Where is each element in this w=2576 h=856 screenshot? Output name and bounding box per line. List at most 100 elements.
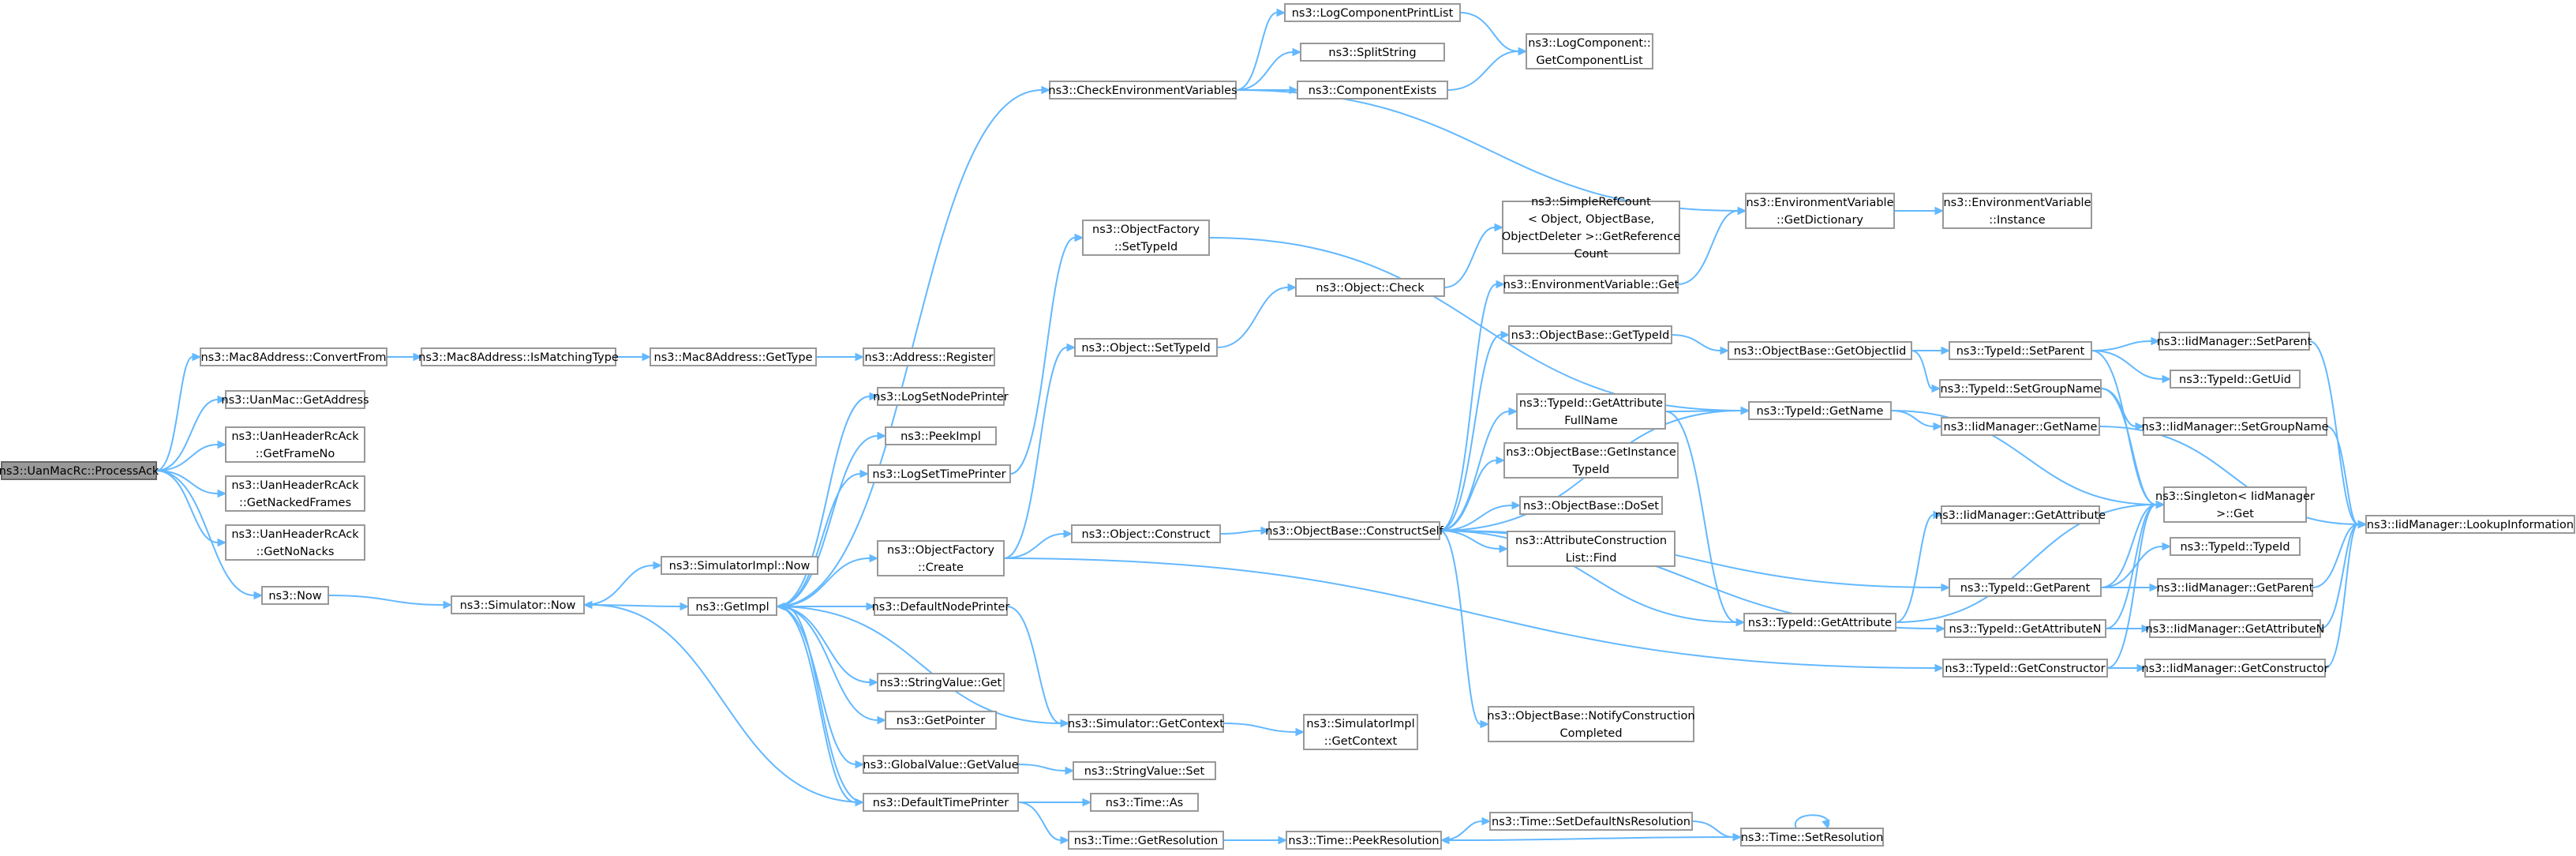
node-objsettid[interactable]: ns3::Object::SetTypeId — [1074, 338, 1218, 357]
node-defnode-label: ns3::DefaultNodePrinter — [872, 601, 1010, 614]
node-envdict[interactable]: ns3::EnvironmentVariable::GetDictionary — [1745, 193, 1895, 229]
node-svget[interactable]: ns3::StringValue::Get — [877, 673, 1005, 692]
node-obgetoid[interactable]: ns3::ObjectBase::GetObjectIid — [1728, 341, 1912, 360]
node-tidgetctor[interactable]: ns3::TypeId::GetConstructor — [1942, 659, 2108, 678]
node-setdefres[interactable]: ns3::Time::SetDefaultNsResolution — [1489, 812, 1693, 831]
node-lcprint[interactable]: ns3::LogComponentPrintList — [1284, 3, 1461, 22]
edge-tidgetattrn-to-iidgetattrn-arrowhead — [2141, 624, 2151, 633]
edge-ismatch-to-gettype8-arrowhead — [642, 352, 652, 362]
node-tidgetparent[interactable]: ns3::TypeId::GetParent — [1949, 578, 2102, 597]
edge-lcprint-to-lcget — [1459, 12, 1519, 52]
node-uangetaddr[interactable]: ns3::UanMac::GetAddress — [221, 390, 369, 409]
node-implnow[interactable]: ns3::SimulatorImpl::Now — [661, 556, 818, 575]
node-lookup[interactable]: ns3::IidManager::LookupInformation — [2365, 515, 2575, 534]
node-peekres[interactable]: ns3::Time::PeekResolution — [1286, 831, 1442, 850]
node-convert[interactable]: ns3::Mac8Address::ConvertFrom — [200, 347, 388, 366]
node-obcself[interactable]: ns3::ObjectBase::ConstructSelf — [1265, 521, 1444, 540]
edge-checkenv-to-lcprint-arrowhead — [1276, 8, 1286, 17]
edge-tidgetparent-to-singleton — [2100, 504, 2157, 588]
node-simnow[interactable]: ns3::Simulator::Now — [451, 595, 585, 614]
edge-getimpl-to-simctx — [776, 606, 1061, 724]
edge-simnow-to-implnow — [583, 565, 654, 606]
node-iidgetattr-box — [1941, 505, 2100, 524]
edge-root-to-nacked — [155, 470, 219, 494]
node-gettype8[interactable]: ns3::Mac8Address::GetType — [650, 347, 817, 366]
edge-deftime-to-simnow-arrowhead — [582, 600, 593, 610]
node-peekimpl-label: ns3::PeekImpl — [900, 430, 981, 443]
node-tidsetgroup[interactable]: ns3::TypeId::SetGroupName — [1939, 379, 2102, 398]
node-nacked[interactable]: ns3::UanHeaderRcAck::GetNackedFrames — [225, 475, 365, 512]
node-compexists[interactable]: ns3::ComponentExists — [1297, 81, 1448, 99]
edge-simnow-to-implnow-arrowhead — [653, 561, 663, 570]
node-logtime[interactable]: ns3::LogSetTimePrinter — [867, 464, 1011, 483]
node-setres[interactable]: ns3::Time::SetResolution — [1740, 828, 1884, 847]
node-tidsetparent[interactable]: ns3::TypeId::SetParent — [1949, 341, 2092, 360]
node-obnotify[interactable]: ns3::ObjectBase::NotifyConstructionCompl… — [1487, 706, 1695, 742]
node-svset[interactable]: ns3::StringValue::Set — [1073, 761, 1216, 780]
node-obgettid[interactable]: ns3::ObjectBase::GetTypeId — [1508, 325, 1672, 344]
node-checkenv[interactable]: ns3::CheckEnvironmentVariables — [1048, 81, 1237, 99]
node-lognode[interactable]: ns3::LogSetNodePrinter — [873, 387, 1009, 406]
node-tidgetparent-label: ns3::TypeId::GetParent — [1960, 582, 2091, 595]
edge-obgetoid-to-tidsetgroup-arrowhead — [1931, 384, 1941, 393]
node-getimpl[interactable]: ns3::GetImpl — [687, 597, 777, 616]
node-tidgetattr[interactable]: ns3::TypeId::GetAttribute — [1743, 613, 1896, 632]
node-iidgetparent[interactable]: ns3::IidManager::GetParent — [2157, 578, 2314, 597]
node-iidgetattr[interactable]: ns3::IidManager::GetAttribute — [1935, 505, 2106, 524]
node-peekimpl[interactable]: ns3::PeekImpl — [885, 426, 997, 445]
edge-ofcreate-to-objsettid-arrowhead — [1066, 343, 1076, 352]
edge-root-to-nonacks — [155, 470, 219, 543]
node-iidgetname[interactable]: ns3::IidManager::GetName — [1941, 417, 2100, 436]
node-defnode[interactable]: ns3::DefaultNodePrinter — [872, 597, 1010, 616]
node-iidsetparent[interactable]: ns3::IidManager::SetParent — [2157, 332, 2312, 351]
node-tidgetname[interactable]: ns3::TypeId::GetName — [1748, 401, 1892, 420]
node-simctx[interactable]: ns3::Simulator::GetContext — [1068, 714, 1224, 733]
edge-deftime-to-timeres-arrowhead — [1060, 835, 1070, 845]
node-envinst[interactable]: ns3::EnvironmentVariable::Instance — [1942, 193, 2092, 229]
node-obinst-label: ns3::ObjectBase::GetInstance — [1506, 446, 1676, 459]
node-lcget[interactable]: ns3::LogComponent::GetComponentList — [1526, 33, 1653, 69]
node-obnotify-label: ns3::ObjectBase::NotifyConstruction — [1487, 710, 1694, 723]
node-split[interactable]: ns3::SplitString — [1300, 43, 1445, 62]
node-tidgetuid[interactable]: ns3::TypeId::GetUid — [2170, 370, 2301, 389]
node-timeres[interactable]: ns3::Time::GetResolution — [1068, 831, 1224, 850]
edge-deftime-to-timeas-arrowhead — [1082, 798, 1092, 807]
node-root[interactable]: ns3::UanMacRc::ProcessAck — [0, 461, 159, 480]
node-iidgetname-box — [1941, 417, 2100, 436]
node-nonacks[interactable]: ns3::UanHeaderRcAck::GetNoNacks — [225, 524, 365, 561]
node-root-label: ns3::UanMacRc::ProcessAck — [0, 465, 159, 478]
node-implctx[interactable]: ns3::SimulatorImpl::GetContext — [1303, 714, 1418, 750]
node-ismatch[interactable]: ns3::Mac8Address::IsMatchingType — [418, 347, 619, 366]
node-obdoset[interactable]: ns3::ObjectBase::DoSet — [1519, 496, 1663, 515]
node-ofcreate[interactable]: ns3::ObjectFactory::Create — [877, 540, 1005, 576]
node-frameno[interactable]: ns3::UanHeaderRcAck::GetFrameNo — [225, 426, 365, 463]
node-deftime[interactable]: ns3::DefaultTimePrinter — [863, 793, 1019, 812]
node-timeas[interactable]: ns3::Time::As — [1090, 793, 1199, 812]
node-objcheck[interactable]: ns3::Object::Check — [1295, 278, 1445, 297]
node-lookup-box — [2365, 515, 2575, 534]
node-srccount[interactable]: ns3::SimpleRefCount< Object, ObjectBase,… — [1502, 196, 1680, 261]
node-defnode-box — [874, 597, 1008, 616]
node-tidtypeid[interactable]: ns3::TypeId::TypeId — [2170, 537, 2301, 556]
node-singleton[interactable]: ns3::Singleton< IidManager >::Get — [2155, 486, 2315, 523]
edge-setres-to-peekres-arrowhead — [1440, 835, 1450, 845]
node-gvget[interactable]: ns3::GlobalValue::GetValue — [863, 755, 1019, 774]
node-iidgetctor[interactable]: ns3::IidManager::GetConstructor — [2141, 659, 2329, 678]
node-envget[interactable]: ns3::EnvironmentVariable::Get — [1503, 275, 1679, 294]
node-ofsettid[interactable]: ns3::ObjectFactory::SetTypeId — [1082, 220, 1210, 256]
node-acfind-label: ns3::AttributeConstruction — [1515, 535, 1667, 547]
node-tidgetattrn[interactable]: ns3::TypeId::GetAttributeN — [1944, 619, 2106, 638]
edge-obcself-to-obnotify — [1439, 530, 1481, 725]
node-getptr[interactable]: ns3::GetPointer — [885, 711, 997, 730]
node-iidgetctor-box — [2144, 659, 2326, 678]
node-iidsetgroup[interactable]: ns3::IidManager::SetGroupName — [2141, 417, 2329, 436]
node-gvget-box — [863, 755, 1019, 774]
node-objconstruct[interactable]: ns3::Object::Construct — [1071, 524, 1221, 543]
node-iidgetattrn[interactable]: ns3::IidManager::GetAttributeN — [2145, 619, 2325, 638]
node-getptr-box — [885, 711, 997, 730]
node-now[interactable]: ns3::Now — [261, 586, 329, 605]
node-register[interactable]: ns3::Address::Register — [863, 347, 995, 366]
